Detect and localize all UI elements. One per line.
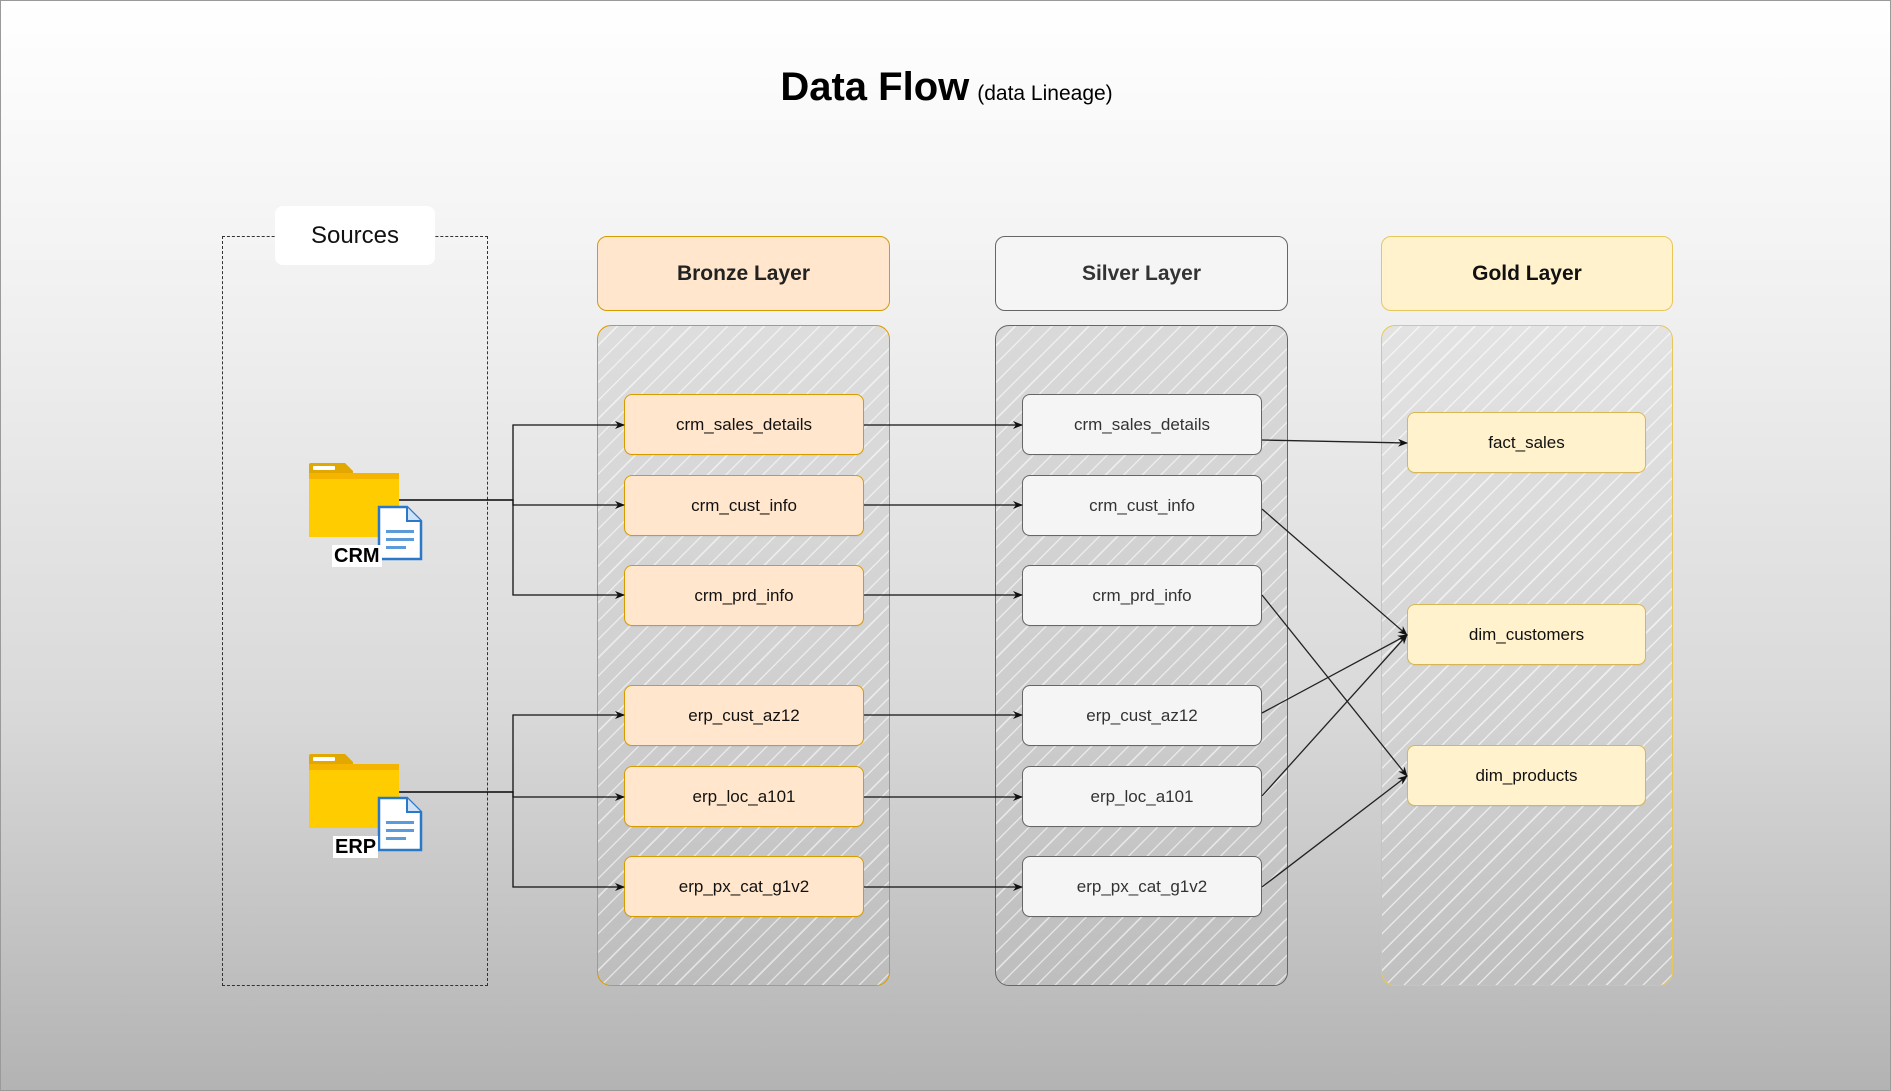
gold-table-fact-sales[interactable]: fact_sales xyxy=(1407,412,1646,473)
edge-crm-to-bronze-crm-cust-info xyxy=(399,499,625,509)
edge-erp-to-bronze-erp-cust-az12 xyxy=(399,711,625,793)
title-subtitle: (data Lineage) xyxy=(977,82,1113,105)
folder-document-icon xyxy=(309,754,423,852)
source-erp[interactable] xyxy=(307,752,425,862)
source-crm[interactable] xyxy=(307,461,425,571)
silver-table-erp-loc-a101[interactable]: erp_loc_a101 xyxy=(1022,766,1262,827)
diagram-title: Data Flow (data Lineage) xyxy=(1,65,1890,110)
edge-crm-to-bronze-crm-sales-details xyxy=(399,421,625,501)
sources-label: Sources xyxy=(275,206,435,265)
bronze-table-crm-cust-info[interactable]: crm_cust_info xyxy=(624,475,864,536)
bronze-table-erp-cust-az12[interactable]: erp_cust_az12 xyxy=(624,685,864,746)
edge-erp-to-bronze-erp-loc-a101 xyxy=(399,791,625,801)
edge-silver-erp-px-cat-g1v2-to-dim-products xyxy=(1261,775,1408,888)
source-erp-label: ERP xyxy=(333,836,379,858)
edge-erp-to-bronze-erp-px-cat-g1v2 xyxy=(399,791,625,891)
bronze-layer-header: Bronze Layer xyxy=(597,236,890,311)
edge-crm-to-bronze-crm-prd-info xyxy=(399,499,625,599)
edge-silver-crm-prd-info-to-dim-products xyxy=(1261,594,1408,777)
edge-silver-erp-cust-az12-to-dim-customers xyxy=(1261,634,1408,714)
silver-table-erp-px-cat-g1v2[interactable]: erp_px_cat_g1v2 xyxy=(1022,856,1262,917)
source-crm-label: CRM xyxy=(332,545,382,567)
folder-document-icon xyxy=(309,463,423,561)
bronze-table-erp-px-cat-g1v2[interactable]: erp_px_cat_g1v2 xyxy=(624,856,864,917)
title-main: Data Flow xyxy=(780,65,970,109)
gold-layer-header: Gold Layer xyxy=(1381,236,1673,311)
silver-table-crm-cust-info[interactable]: crm_cust_info xyxy=(1022,475,1262,536)
silver-table-crm-sales-details[interactable]: crm_sales_details xyxy=(1022,394,1262,455)
bronze-table-crm-prd-info[interactable]: crm_prd_info xyxy=(624,565,864,626)
silver-layer-header: Silver Layer xyxy=(995,236,1288,311)
gold-table-dim-products[interactable]: dim_products xyxy=(1407,745,1646,806)
edge-silver-crm-cust-info-to-dim-customers xyxy=(1261,508,1408,636)
edge-silver-crm-sales-details-to-fact-sales xyxy=(1261,438,1408,447)
edge-silver-erp-loc-a101-to-dim-customers xyxy=(1261,634,1408,797)
silver-table-crm-prd-info[interactable]: crm_prd_info xyxy=(1022,565,1262,626)
bronze-table-erp-loc-a101[interactable]: erp_loc_a101 xyxy=(624,766,864,827)
bronze-table-crm-sales-details[interactable]: crm_sales_details xyxy=(624,394,864,455)
gold-table-dim-customers[interactable]: dim_customers xyxy=(1407,604,1646,665)
